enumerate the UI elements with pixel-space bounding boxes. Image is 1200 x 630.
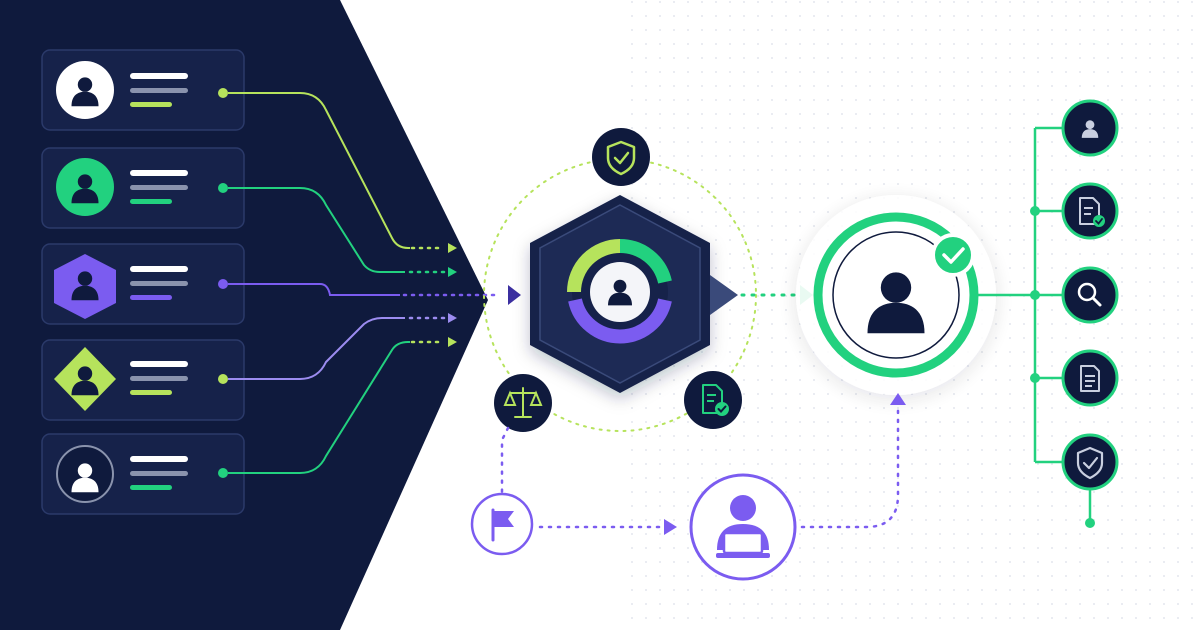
text-line-placeholder [130, 185, 188, 190]
arrow-up-icon [890, 393, 906, 405]
arrow-right-icon [448, 337, 457, 347]
compliance-satellite[interactable] [494, 374, 552, 432]
profile-card[interactable] [41, 339, 245, 421]
output-branches [1030, 126, 1062, 464]
profile-card[interactable] [41, 243, 245, 325]
manual-reviewer-node[interactable] [689, 473, 797, 581]
connector-dot [218, 88, 228, 98]
verification-hub[interactable] [530, 195, 738, 393]
check-icon [942, 247, 965, 264]
progress-line [130, 390, 172, 395]
progress-line [130, 485, 172, 490]
output-node-verified-document[interactable] [1061, 182, 1119, 240]
progress-line [130, 199, 172, 204]
profile-card[interactable] [41, 433, 245, 515]
document-icon [1080, 365, 1100, 392]
check-icon [1095, 218, 1103, 225]
progress-line [130, 102, 172, 107]
card-connectors [228, 92, 410, 474]
check-icon [717, 405, 727, 413]
scales-icon [503, 387, 543, 418]
flag-node[interactable] [470, 492, 534, 556]
hub-ring-segment [567, 239, 621, 293]
reviewer-laptop-icon [730, 495, 756, 521]
text-line-placeholder [130, 471, 188, 476]
text-line-placeholder [130, 170, 188, 176]
text-line-placeholder [130, 281, 188, 286]
verified-identity[interactable] [796, 195, 996, 395]
hub-output-pointer [710, 275, 738, 315]
check-icon [613, 151, 630, 165]
text-line-placeholder [130, 376, 188, 381]
shield-check-icon [1076, 446, 1104, 480]
connector-dot [218, 374, 228, 384]
arrow-right-icon [448, 267, 457, 277]
shield-check-icon [606, 140, 636, 176]
search-icon [1077, 282, 1097, 302]
connector-dot [1085, 518, 1095, 528]
output-node-search[interactable] [1061, 266, 1119, 324]
profile-card-list [41, 49, 245, 515]
output-node-document[interactable] [1061, 349, 1119, 407]
text-line-placeholder [130, 73, 188, 79]
connector-dot [218, 468, 228, 478]
text-line-placeholder [130, 361, 188, 367]
profile-card[interactable] [41, 49, 245, 131]
output-node-profile[interactable] [1061, 99, 1119, 157]
text-line-placeholder [130, 266, 188, 272]
document-satellite[interactable] [684, 371, 742, 429]
check-icon [1082, 456, 1099, 470]
profile-card[interactable] [41, 147, 245, 229]
policy-satellite[interactable] [592, 128, 650, 186]
dotted-connector-ends [402, 246, 502, 344]
arrow-right-icon [448, 313, 457, 323]
arrow-right-icon [448, 243, 457, 253]
progress-line [130, 295, 172, 300]
hub-ring-segment [619, 238, 672, 284]
text-line-placeholder [130, 88, 188, 93]
hub-ring-segment [568, 298, 672, 344]
review-flow-connectors [500, 403, 900, 529]
connector-arrowheads [448, 243, 521, 347]
arrow-right-icon [508, 285, 521, 305]
verified-badge [931, 233, 975, 277]
text-line-placeholder [130, 456, 188, 462]
arrow-right-icon [664, 519, 677, 535]
connector-dot [218, 183, 228, 193]
connector-dot [218, 279, 228, 289]
document-check-icon [1079, 197, 1100, 225]
output-node-security[interactable] [1061, 433, 1119, 491]
